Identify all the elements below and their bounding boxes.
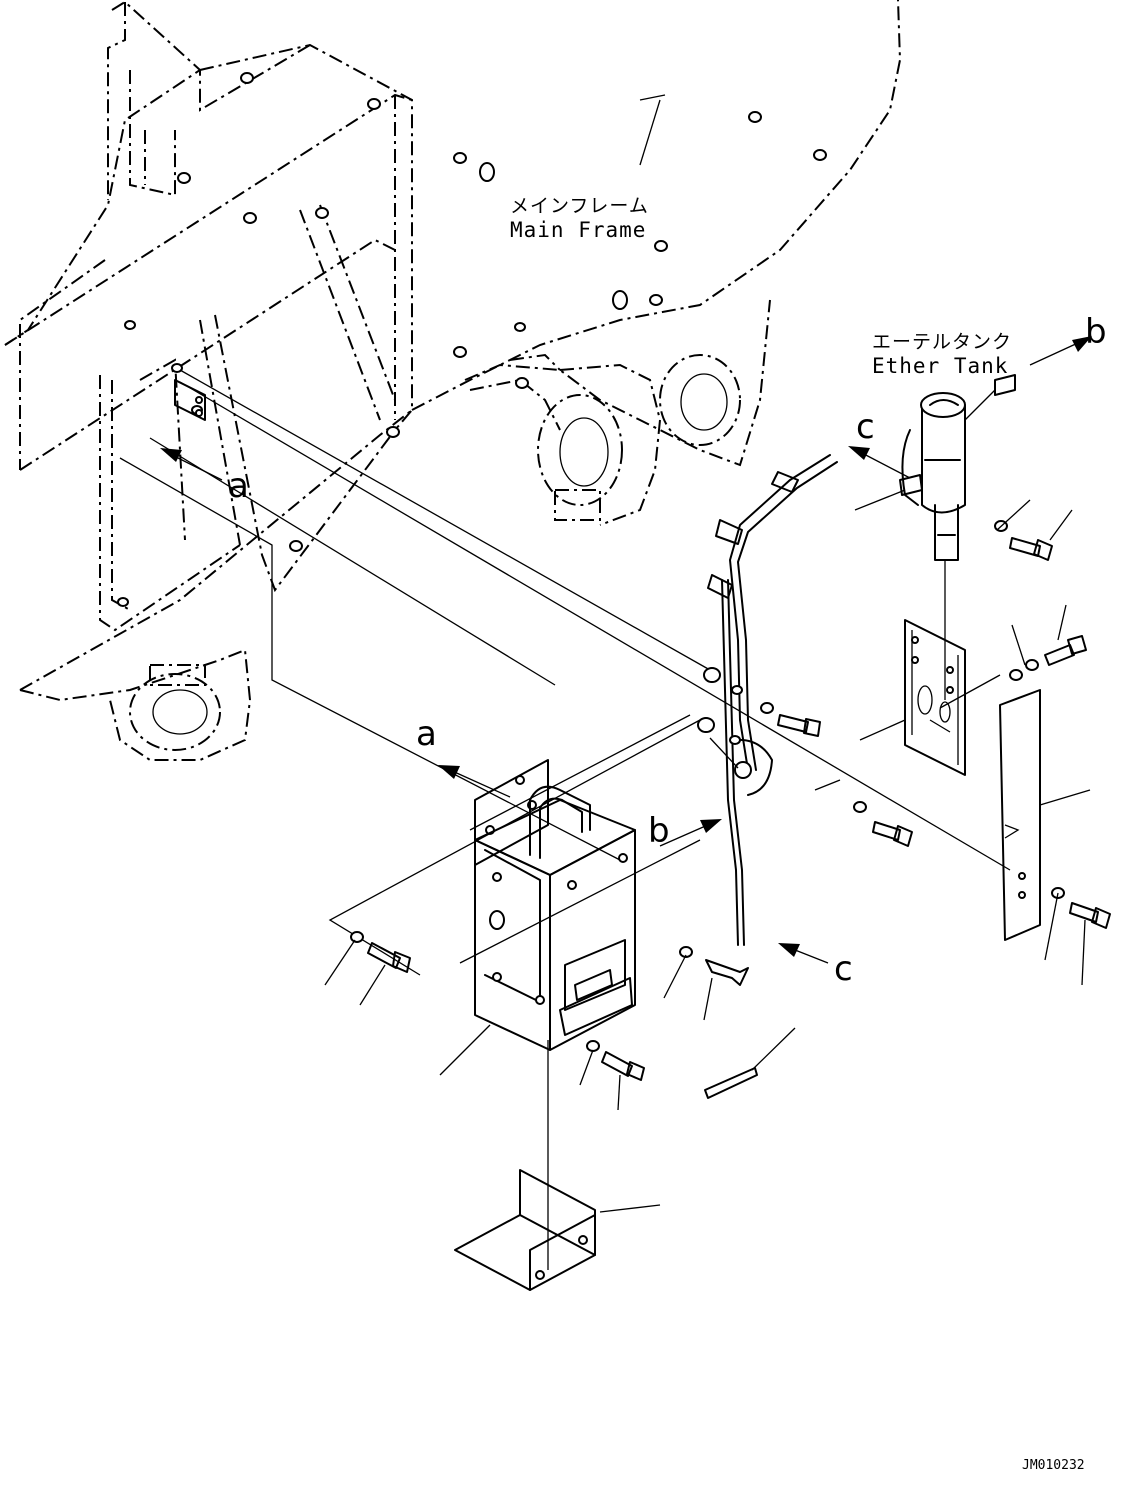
frame-bolt-holes — [117, 72, 827, 607]
tank-mount-bracket — [904, 619, 966, 776]
leader-lines — [324, 489, 1091, 1213]
label-strip — [704, 1067, 758, 1099]
main-frame — [4, 0, 902, 761]
ref-c-box: c — [834, 949, 853, 989]
ether-tank-label-en: Ether Tank — [872, 354, 1008, 378]
main-frame-label-jp: メインフレーム — [510, 195, 649, 217]
ref-b-box: b — [648, 811, 670, 851]
drawing-code: JM010232 — [1022, 1458, 1085, 1473]
frame-bracket — [174, 379, 206, 421]
ether-tank-label-jp: エーテルタンク — [872, 331, 1012, 353]
ref-b-tank: b — [1085, 312, 1107, 352]
fasteners — [350, 520, 1111, 1081]
ref-c-tank: c — [856, 407, 875, 447]
lower-guard — [454, 1169, 596, 1291]
side-plate — [999, 689, 1041, 941]
ref-a-box: a — [416, 714, 437, 754]
main-frame-label: メインフレーム Main Frame — [510, 195, 649, 242]
ref-a-frame: a — [228, 466, 249, 506]
assembly-lines — [119, 369, 1011, 1270]
ether-hose — [707, 454, 838, 946]
ether-tank-label: エーテルタンク Ether Tank — [872, 331, 1012, 378]
main-frame-label-en: Main Frame — [510, 218, 646, 242]
mounting-box — [474, 759, 636, 1051]
reference-arrows — [160, 336, 1092, 964]
ether-tank — [899, 374, 1016, 561]
